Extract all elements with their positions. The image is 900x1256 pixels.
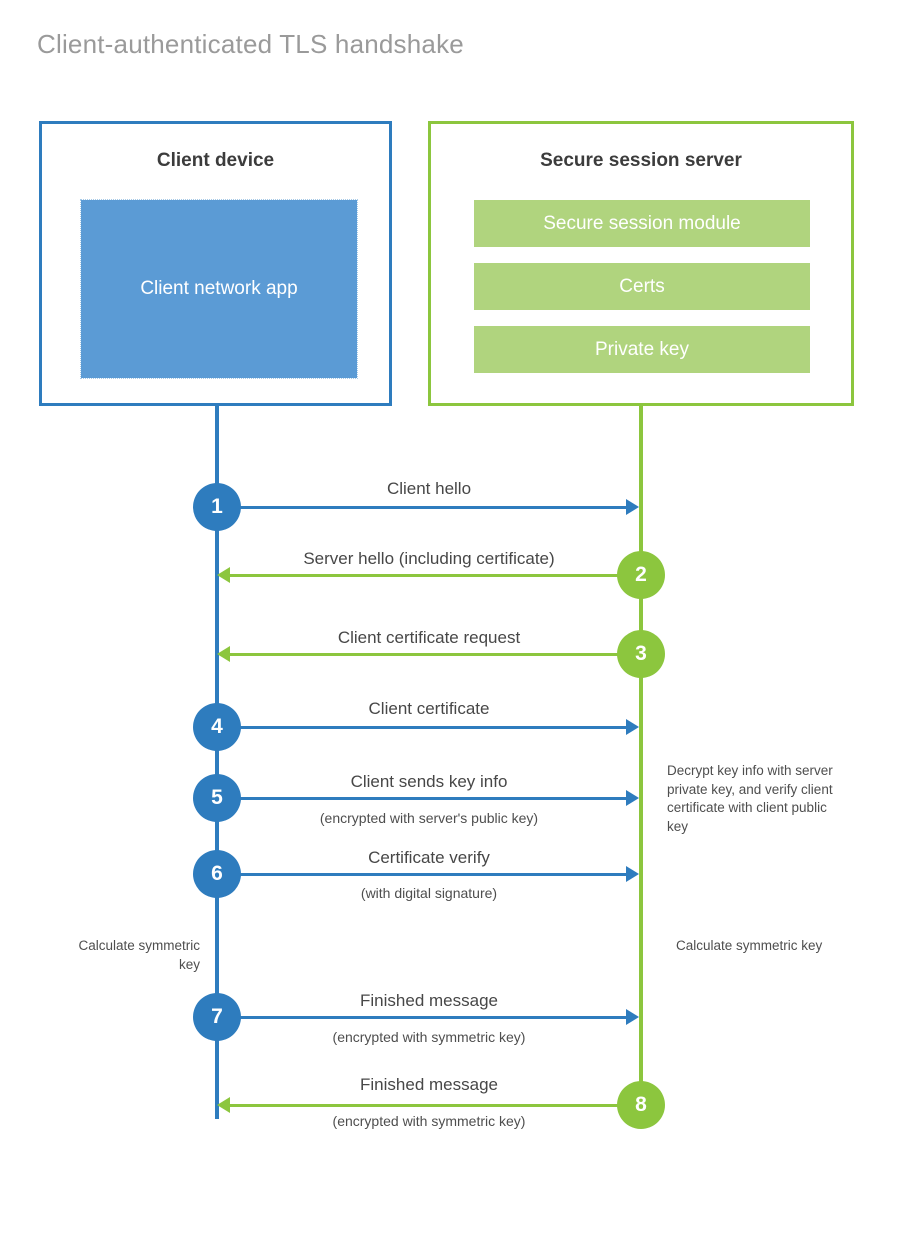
arrow-head-right-icon bbox=[626, 719, 639, 735]
step-badge-6: 6 bbox=[193, 850, 241, 898]
lifeline-server bbox=[639, 403, 643, 1107]
client-network-app-block: Client network app bbox=[80, 199, 358, 379]
message-line-7 bbox=[217, 1016, 628, 1019]
actor-box-client: Client device Client network app bbox=[39, 121, 392, 406]
page-title: Client-authenticated TLS handshake bbox=[37, 29, 464, 59]
message-label-2: Server hello (including certificate) bbox=[303, 549, 555, 568]
arrow-head-left-icon bbox=[217, 646, 230, 662]
step-badge-1: 1 bbox=[193, 483, 241, 531]
message-sublabel-8: (encrypted with symmetric key) bbox=[332, 1113, 526, 1129]
actor-title-server: Secure session server bbox=[540, 150, 742, 171]
actor-title-client: Client device bbox=[156, 150, 275, 171]
step-badge-7: 7 bbox=[193, 993, 241, 1041]
message-line-4 bbox=[217, 726, 628, 729]
arrow-head-left-icon bbox=[217, 1097, 230, 1113]
server-block-secure-session-module: Secure session module bbox=[474, 200, 810, 247]
arrow-head-right-icon bbox=[626, 1009, 639, 1025]
step-badge-5: 5 bbox=[193, 774, 241, 822]
message-line-3 bbox=[230, 653, 641, 656]
server-block-certs: Certs bbox=[474, 263, 810, 310]
message-sublabel-7: (encrypted with symmetric key) bbox=[332, 1029, 526, 1045]
step-badge-8: 8 bbox=[617, 1081, 665, 1129]
message-label-8: Finished message bbox=[360, 1075, 498, 1094]
arrow-head-left-icon bbox=[217, 567, 230, 583]
message-label-5: Client sends key info bbox=[350, 772, 508, 791]
message-label-6: Certificate verify bbox=[368, 848, 490, 867]
message-line-1 bbox=[217, 506, 628, 509]
message-line-2 bbox=[230, 574, 641, 577]
arrow-head-right-icon bbox=[626, 866, 639, 882]
step-badge-2: 2 bbox=[617, 551, 665, 599]
step-badge-4: 4 bbox=[193, 703, 241, 751]
note-server-calculate-symmetric-key: Calculate symmetric key bbox=[676, 938, 823, 953]
message-line-6 bbox=[217, 873, 628, 876]
message-sublabel-6: (with digital signature) bbox=[360, 885, 498, 901]
step-badge-3: 3 bbox=[617, 630, 665, 678]
lifeline-client bbox=[215, 403, 219, 1119]
message-label-7: Finished message bbox=[360, 991, 498, 1010]
note-client-calculate-symmetric-key: Calculate symmetric key bbox=[78, 938, 200, 972]
message-line-5 bbox=[217, 797, 628, 800]
message-label-1: Client hello bbox=[386, 479, 472, 498]
message-label-3: Client certificate request bbox=[337, 628, 521, 647]
server-block-private-key: Private key bbox=[474, 326, 810, 373]
arrow-head-right-icon bbox=[626, 790, 639, 806]
note-server-decrypt: Decrypt key info with server private key… bbox=[667, 763, 833, 834]
arrow-head-right-icon bbox=[626, 499, 639, 515]
message-line-8 bbox=[230, 1104, 641, 1107]
actor-box-server: Secure session server Secure session mod… bbox=[428, 121, 854, 406]
message-label-4: Client certificate bbox=[368, 699, 490, 718]
message-sublabel-5: (encrypted with server's public key) bbox=[319, 810, 539, 826]
